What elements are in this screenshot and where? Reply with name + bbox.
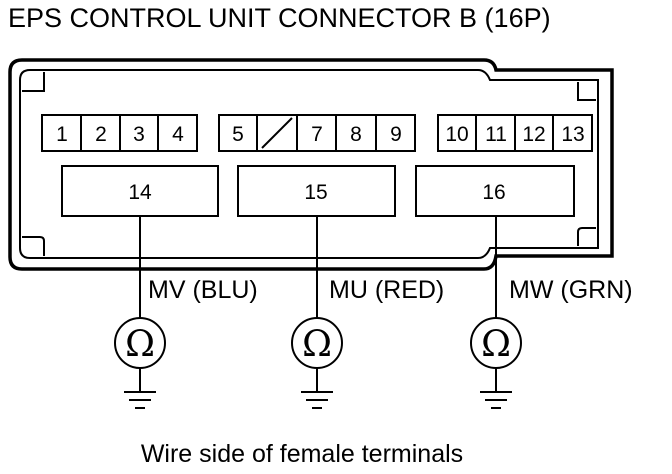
terminal-15-label: 15 <box>304 181 327 204</box>
corner-detail-top-left <box>22 72 45 92</box>
terminal-16-label: 16 <box>482 181 505 204</box>
ohmmeter-3: Ω <box>470 317 522 369</box>
connector-inner-outline <box>19 69 599 259</box>
ohm-icon: Ω <box>481 324 511 365</box>
corner-detail-bottom-left <box>22 236 45 256</box>
pin-3: 3 <box>133 123 145 146</box>
pin-10: 10 <box>445 123 468 146</box>
connector-housing <box>8 58 614 271</box>
terminal-14-label: 14 <box>128 181 152 204</box>
ground-icon <box>480 368 512 409</box>
pin-4: 4 <box>172 123 184 146</box>
pin-group-3: 10 11 12 13 <box>437 114 593 152</box>
corner-detail-bottom-right <box>577 227 596 246</box>
diagram-caption: Wire side of female terminals <box>141 440 463 468</box>
corner-detail-top-right <box>577 82 596 101</box>
empty-pin-slash <box>261 117 293 149</box>
pin-12: 12 <box>522 123 545 146</box>
pin-group-1: 1 2 3 4 <box>41 114 198 152</box>
ground-icon <box>301 368 333 409</box>
wire-label-mw: MW (GRN) <box>509 276 633 304</box>
diagram-title: EPS CONTROL UNIT CONNECTOR B (16P) <box>8 3 551 33</box>
ohm-icon: Ω <box>125 324 155 365</box>
pin-5: 5 <box>232 123 244 146</box>
wire-label-mv: MV (BLU) <box>148 276 258 304</box>
pin-7: 7 <box>311 123 323 146</box>
pin-9: 9 <box>390 123 402 146</box>
pin-group-2: 5 7 8 9 <box>218 114 416 152</box>
pin-13: 13 <box>561 123 584 146</box>
pin-8: 8 <box>350 123 362 146</box>
ground-icon <box>124 368 156 409</box>
wire-label-mu: MU (RED) <box>329 276 444 304</box>
pin-1: 1 <box>56 123 68 146</box>
ohmmeter-2: Ω <box>291 317 343 369</box>
pin-11: 11 <box>485 123 507 146</box>
ohmmeter-1: Ω <box>114 317 166 369</box>
pin-2: 2 <box>95 123 107 146</box>
ohm-icon: Ω <box>302 324 332 365</box>
